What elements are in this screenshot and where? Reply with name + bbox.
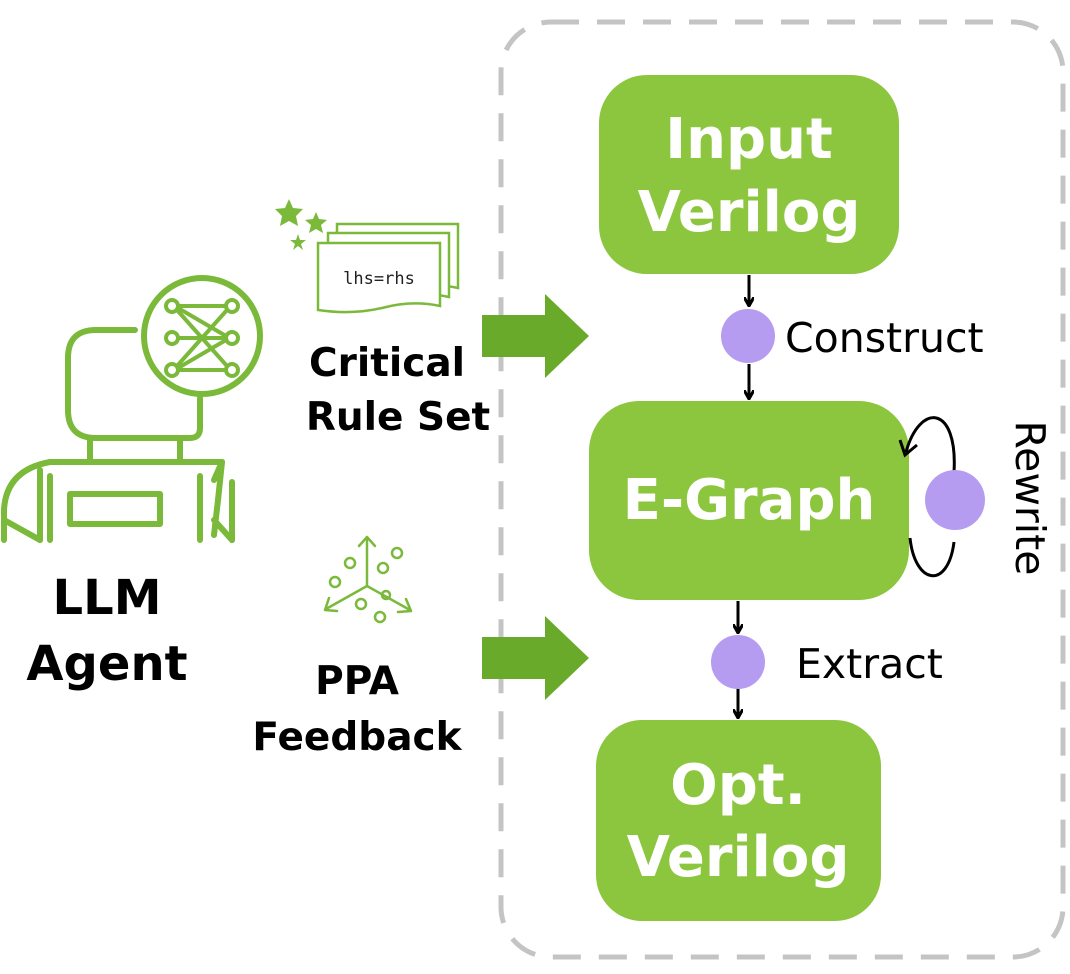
extract-node (711, 635, 765, 689)
egraph-label: E-Graph (623, 468, 876, 533)
agent-label-line2: Agent (26, 636, 187, 692)
input-verilog-box (599, 75, 899, 274)
rule-set-label-line2: Rule Set (306, 395, 490, 440)
ppa-label-line1: PPA (315, 659, 399, 704)
agent-label-line1: LLM (53, 570, 162, 626)
opt-verilog-line1: Opt. (670, 753, 806, 818)
rewrite-loop-arrow (904, 416, 956, 578)
input-verilog-line1: Input (665, 107, 832, 172)
ppa-label-line2: Feedback (252, 715, 462, 760)
rule-documents-stars-icon: lhs=rhs (275, 199, 460, 314)
rewrite-loop-arrowhead (898, 439, 918, 458)
input-verilog-line2: Verilog (638, 180, 861, 245)
opt-verilog-line2: Verilog (627, 825, 850, 890)
rule-set-arrow (482, 294, 589, 378)
rule-set-label-line1: Critical (309, 341, 465, 386)
egraph-box (589, 401, 909, 600)
rewrite-label: Rewrite (1006, 421, 1054, 576)
scatter-axes-icon (323, 535, 413, 624)
optimization-container (498, 19, 1066, 960)
rewrite-node (925, 470, 985, 530)
extract-label: Extract (796, 640, 943, 688)
rule-code-text: lhs=rhs (343, 269, 415, 289)
opt-verilog-box (596, 720, 881, 921)
construct-node (721, 309, 775, 363)
construct-label: Construct (785, 314, 984, 362)
robot-agent-neural-icon (1, 275, 263, 543)
ppa-arrow (482, 616, 589, 700)
